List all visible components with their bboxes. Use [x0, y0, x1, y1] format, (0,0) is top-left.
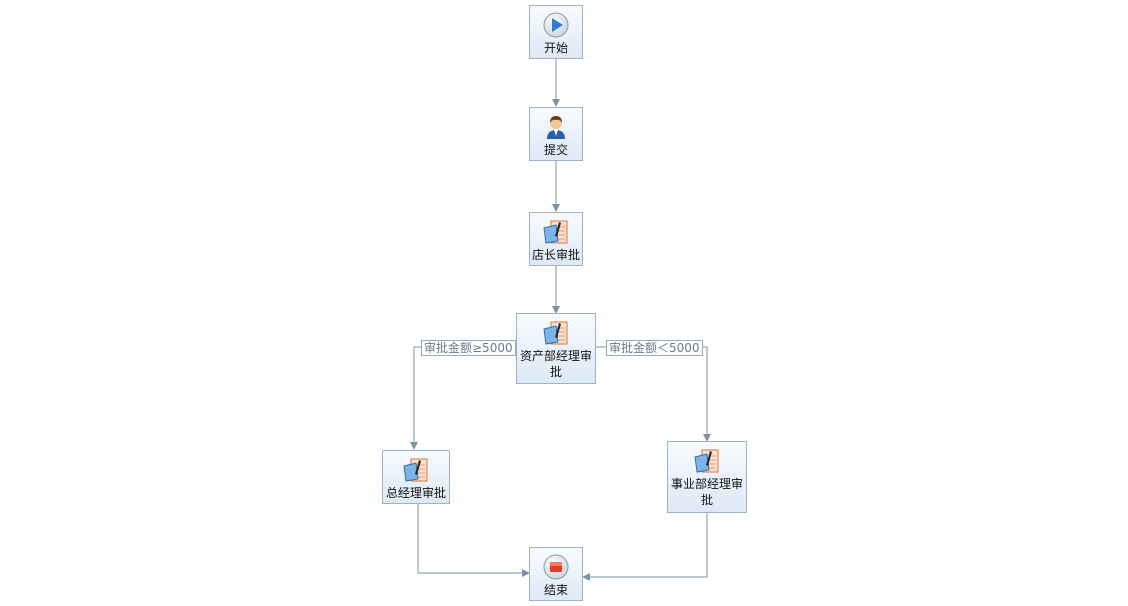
approval-form-icon	[403, 458, 428, 482]
condition-label-left: 审批金额≥5000	[421, 340, 516, 356]
condition-label-right: 审批金额＜5000	[606, 340, 703, 356]
asset-manager-approval-label: 资产部经理审批	[519, 349, 592, 379]
general-manager-approval-label: 总经理审批	[385, 486, 446, 500]
connector-general-end	[417, 504, 530, 577]
approval-form-icon	[543, 220, 568, 244]
user-icon	[547, 116, 565, 139]
end-label: 结束	[543, 583, 568, 597]
stop-icon	[543, 554, 569, 580]
submit-node[interactable]: 提交	[529, 107, 583, 161]
general-manager-approval-node[interactable]: 总经理审批	[382, 450, 450, 504]
connector-asset-general	[410, 346, 516, 450]
division-manager-approval-node[interactable]: 事业部经理审批	[667, 441, 747, 513]
approval-form-icon	[543, 321, 568, 345]
division-manager-approval-label: 事业部经理审批	[670, 477, 743, 507]
connector-division-end	[582, 513, 708, 581]
submit-label: 提交	[543, 143, 568, 157]
approval-form-icon	[694, 449, 719, 473]
end-node[interactable]: 结束	[529, 547, 583, 601]
start-node[interactable]: 开始	[529, 5, 583, 59]
play-icon	[543, 12, 569, 38]
store-manager-approval-label: 店长审批	[532, 248, 581, 262]
connector-asset-division	[596, 346, 711, 442]
start-label: 开始	[543, 41, 568, 55]
asset-manager-approval-node[interactable]: 资产部经理审批	[516, 313, 596, 384]
store-manager-approval-node[interactable]: 店长审批	[529, 212, 583, 266]
